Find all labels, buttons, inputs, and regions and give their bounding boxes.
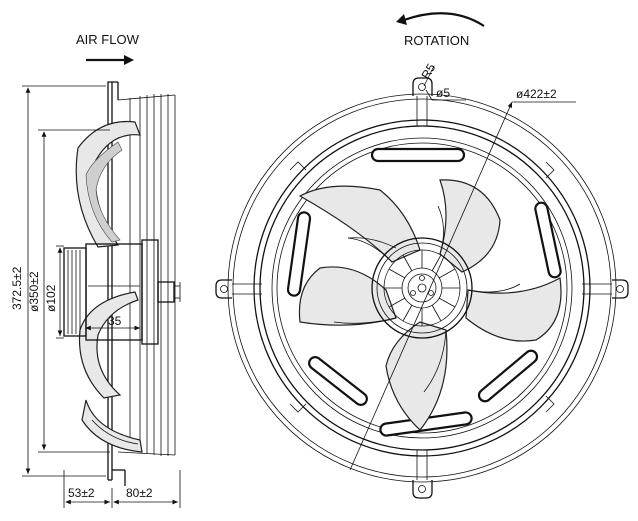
outer-ring (227, 93, 617, 483)
front-view: ROTATION (215, 12, 629, 499)
dim-hub-diameter: ø102 (44, 245, 64, 339)
guard-diameter-label: ø422±2 (516, 87, 557, 101)
dim-motor-offset: 35 (85, 314, 140, 331)
side-blades (75, 120, 143, 453)
air-flow-arrow-icon (86, 55, 134, 65)
overall-height-label: 372.5±2 (10, 266, 24, 310)
venturi-ring-inner (276, 142, 568, 434)
front-depth-label: 53±2 (68, 486, 95, 500)
guard-ring (253, 119, 591, 457)
ring-diameter-label: ø350±2 (27, 271, 41, 312)
rotation-label: ROTATION (404, 33, 469, 48)
rear-depth-label: 80±2 (126, 486, 153, 500)
dim-guard-diameter: ø422±2 (349, 87, 576, 471)
dim-bracket-hole: R5 ø5 (418, 61, 466, 101)
front-blades (298, 179, 562, 431)
mounting-brackets (215, 77, 629, 499)
outer-ring-inner (232, 98, 612, 478)
radius-label: R5 (418, 61, 438, 82)
dim-depths: 53±2 80±2 (63, 470, 181, 508)
motor-offset-label: 35 (108, 314, 122, 328)
side-motor (63, 239, 181, 345)
hub-diameter-label: ø102 (44, 284, 58, 312)
dim-ring-diameter: ø350±2 (27, 129, 110, 453)
guard-ring-inner (259, 125, 585, 451)
hub-bolt-holes (410, 275, 434, 296)
hole-diameter-label: ø5 (436, 86, 450, 100)
air-flow-label: AIR FLOW (76, 32, 140, 47)
guard-slots (286, 147, 562, 437)
side-view: AIR FLOW (10, 32, 181, 508)
hub-ribs (384, 250, 460, 326)
venturi-ring (271, 137, 573, 439)
hub (371, 237, 473, 339)
rotation-arrow-icon (396, 12, 485, 27)
